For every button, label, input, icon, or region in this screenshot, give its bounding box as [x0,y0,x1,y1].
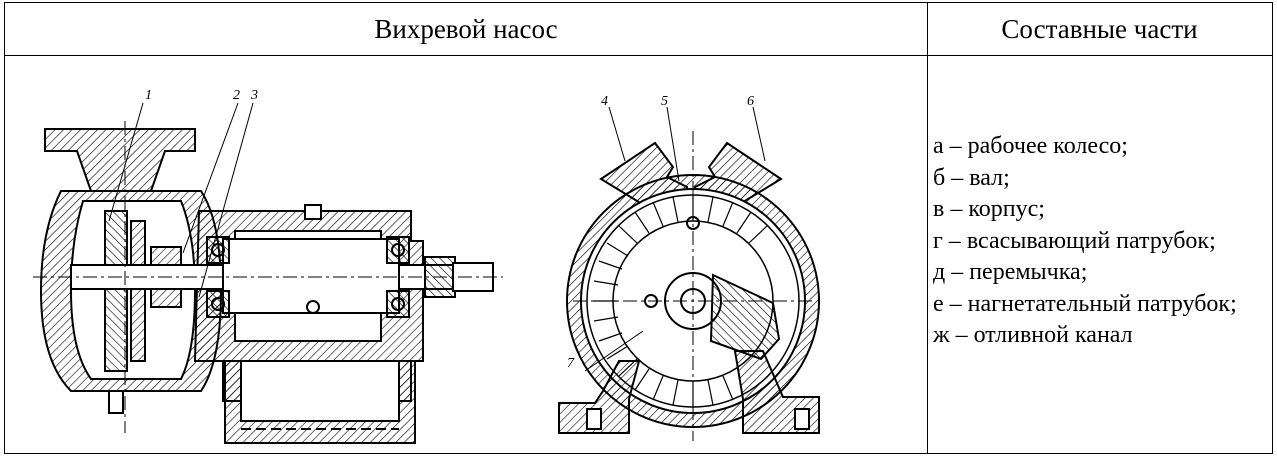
part-item-b: б – вал; [933,164,1010,191]
callout-7: 7 [567,356,575,371]
part-item-a: а – рабочее колесо; [933,133,1128,159]
parts-table: Вихревой насос Составные части [4,2,1273,454]
callout-3: 3 [250,88,258,103]
part-item-zh: ж – отливной канал [933,322,1133,348]
vortex-pump-drawing: 1 2 3 4 5 6 7 [33,88,820,444]
cross-section [558,106,820,441]
callout-2: 2 [233,88,240,103]
parts-list: а – рабочее колесо; б – вал; в – корпус;… [933,131,1237,352]
part-item-e: е – нагнетательный патрубок; [933,290,1237,317]
parts-title-header: Составные части [927,3,1272,56]
column-divider [927,3,928,453]
part-item-g: г – всасывающий патрубок; [933,227,1216,254]
callout-4: 4 [601,94,608,109]
callout-6: 6 [747,94,754,109]
longitudinal-section [33,102,503,444]
impeller-blades [593,195,768,407]
part-item-d: д – перемычка; [933,259,1088,285]
callout-1: 1 [145,88,152,103]
part-item-v: в – корпус; [933,196,1045,222]
callout-5: 5 [661,94,668,109]
pump-title-header: Вихревой насос [5,3,927,56]
